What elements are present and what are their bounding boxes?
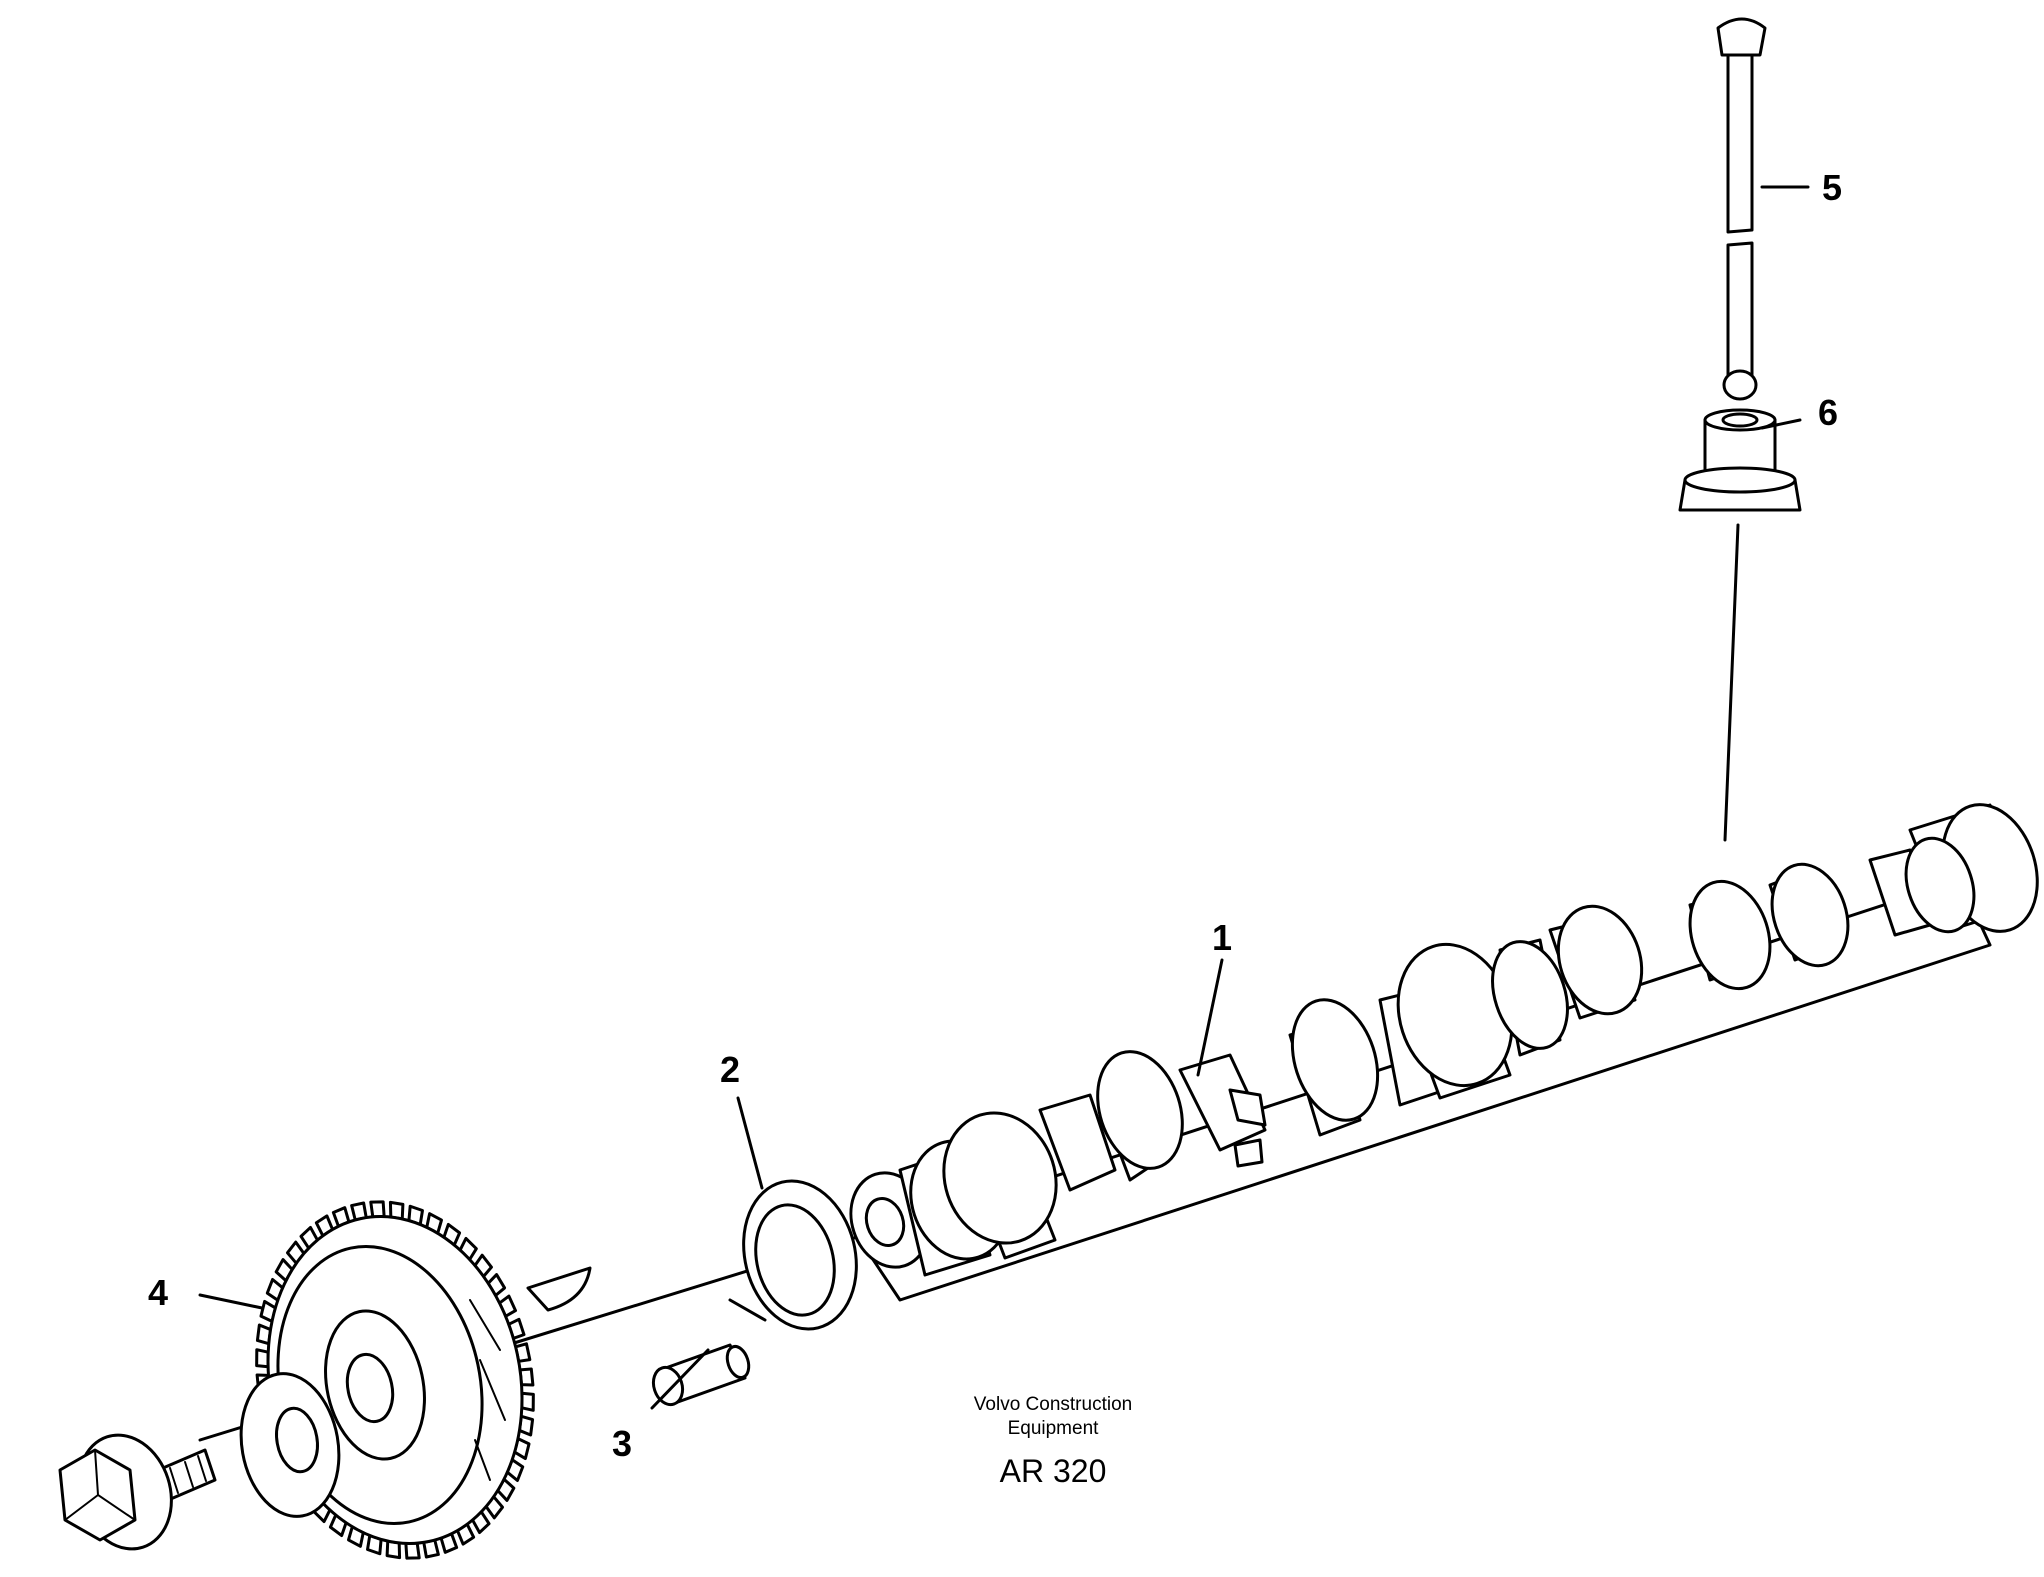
leader-line-4	[198, 1293, 264, 1310]
valve-tappet-part-6	[1678, 408, 1802, 512]
leader-line-3	[650, 1348, 710, 1410]
callout-2: 2	[720, 1049, 740, 1090]
thrust-washer-part-2	[728, 1179, 858, 1331]
leader-line-6	[1760, 418, 1802, 430]
callout-5: 5	[1822, 167, 1842, 208]
gear-tooth	[255, 1348, 270, 1369]
gear-tooth	[404, 1541, 421, 1560]
gear-tooth	[369, 1200, 386, 1219]
callout-3: 3	[612, 1423, 632, 1464]
flange-bolt	[58, 1433, 217, 1551]
dowel-pin-part-3	[651, 1343, 751, 1407]
tappet-assembly-line	[1723, 523, 1740, 842]
camshaft-part-1	[849, 803, 2039, 1302]
leader-line-2	[736, 1096, 764, 1190]
gear-tooth	[520, 1391, 535, 1412]
callout-4: 4	[148, 1272, 168, 1313]
caption-brand-line-1: Volvo Construction	[974, 1394, 1132, 1415]
flat-washer	[239, 1372, 341, 1518]
callout-6: 6	[1818, 392, 1838, 433]
leader-line-1	[1196, 958, 1224, 1077]
caption-brand-line-2: Equipment	[1008, 1418, 1100, 1439]
push-rod-part-5	[1716, 17, 1767, 401]
callout-1: 1	[1212, 917, 1232, 958]
woodruff-key	[526, 1266, 592, 1312]
caption-figure-code: AR 320	[1000, 1453, 1107, 1489]
